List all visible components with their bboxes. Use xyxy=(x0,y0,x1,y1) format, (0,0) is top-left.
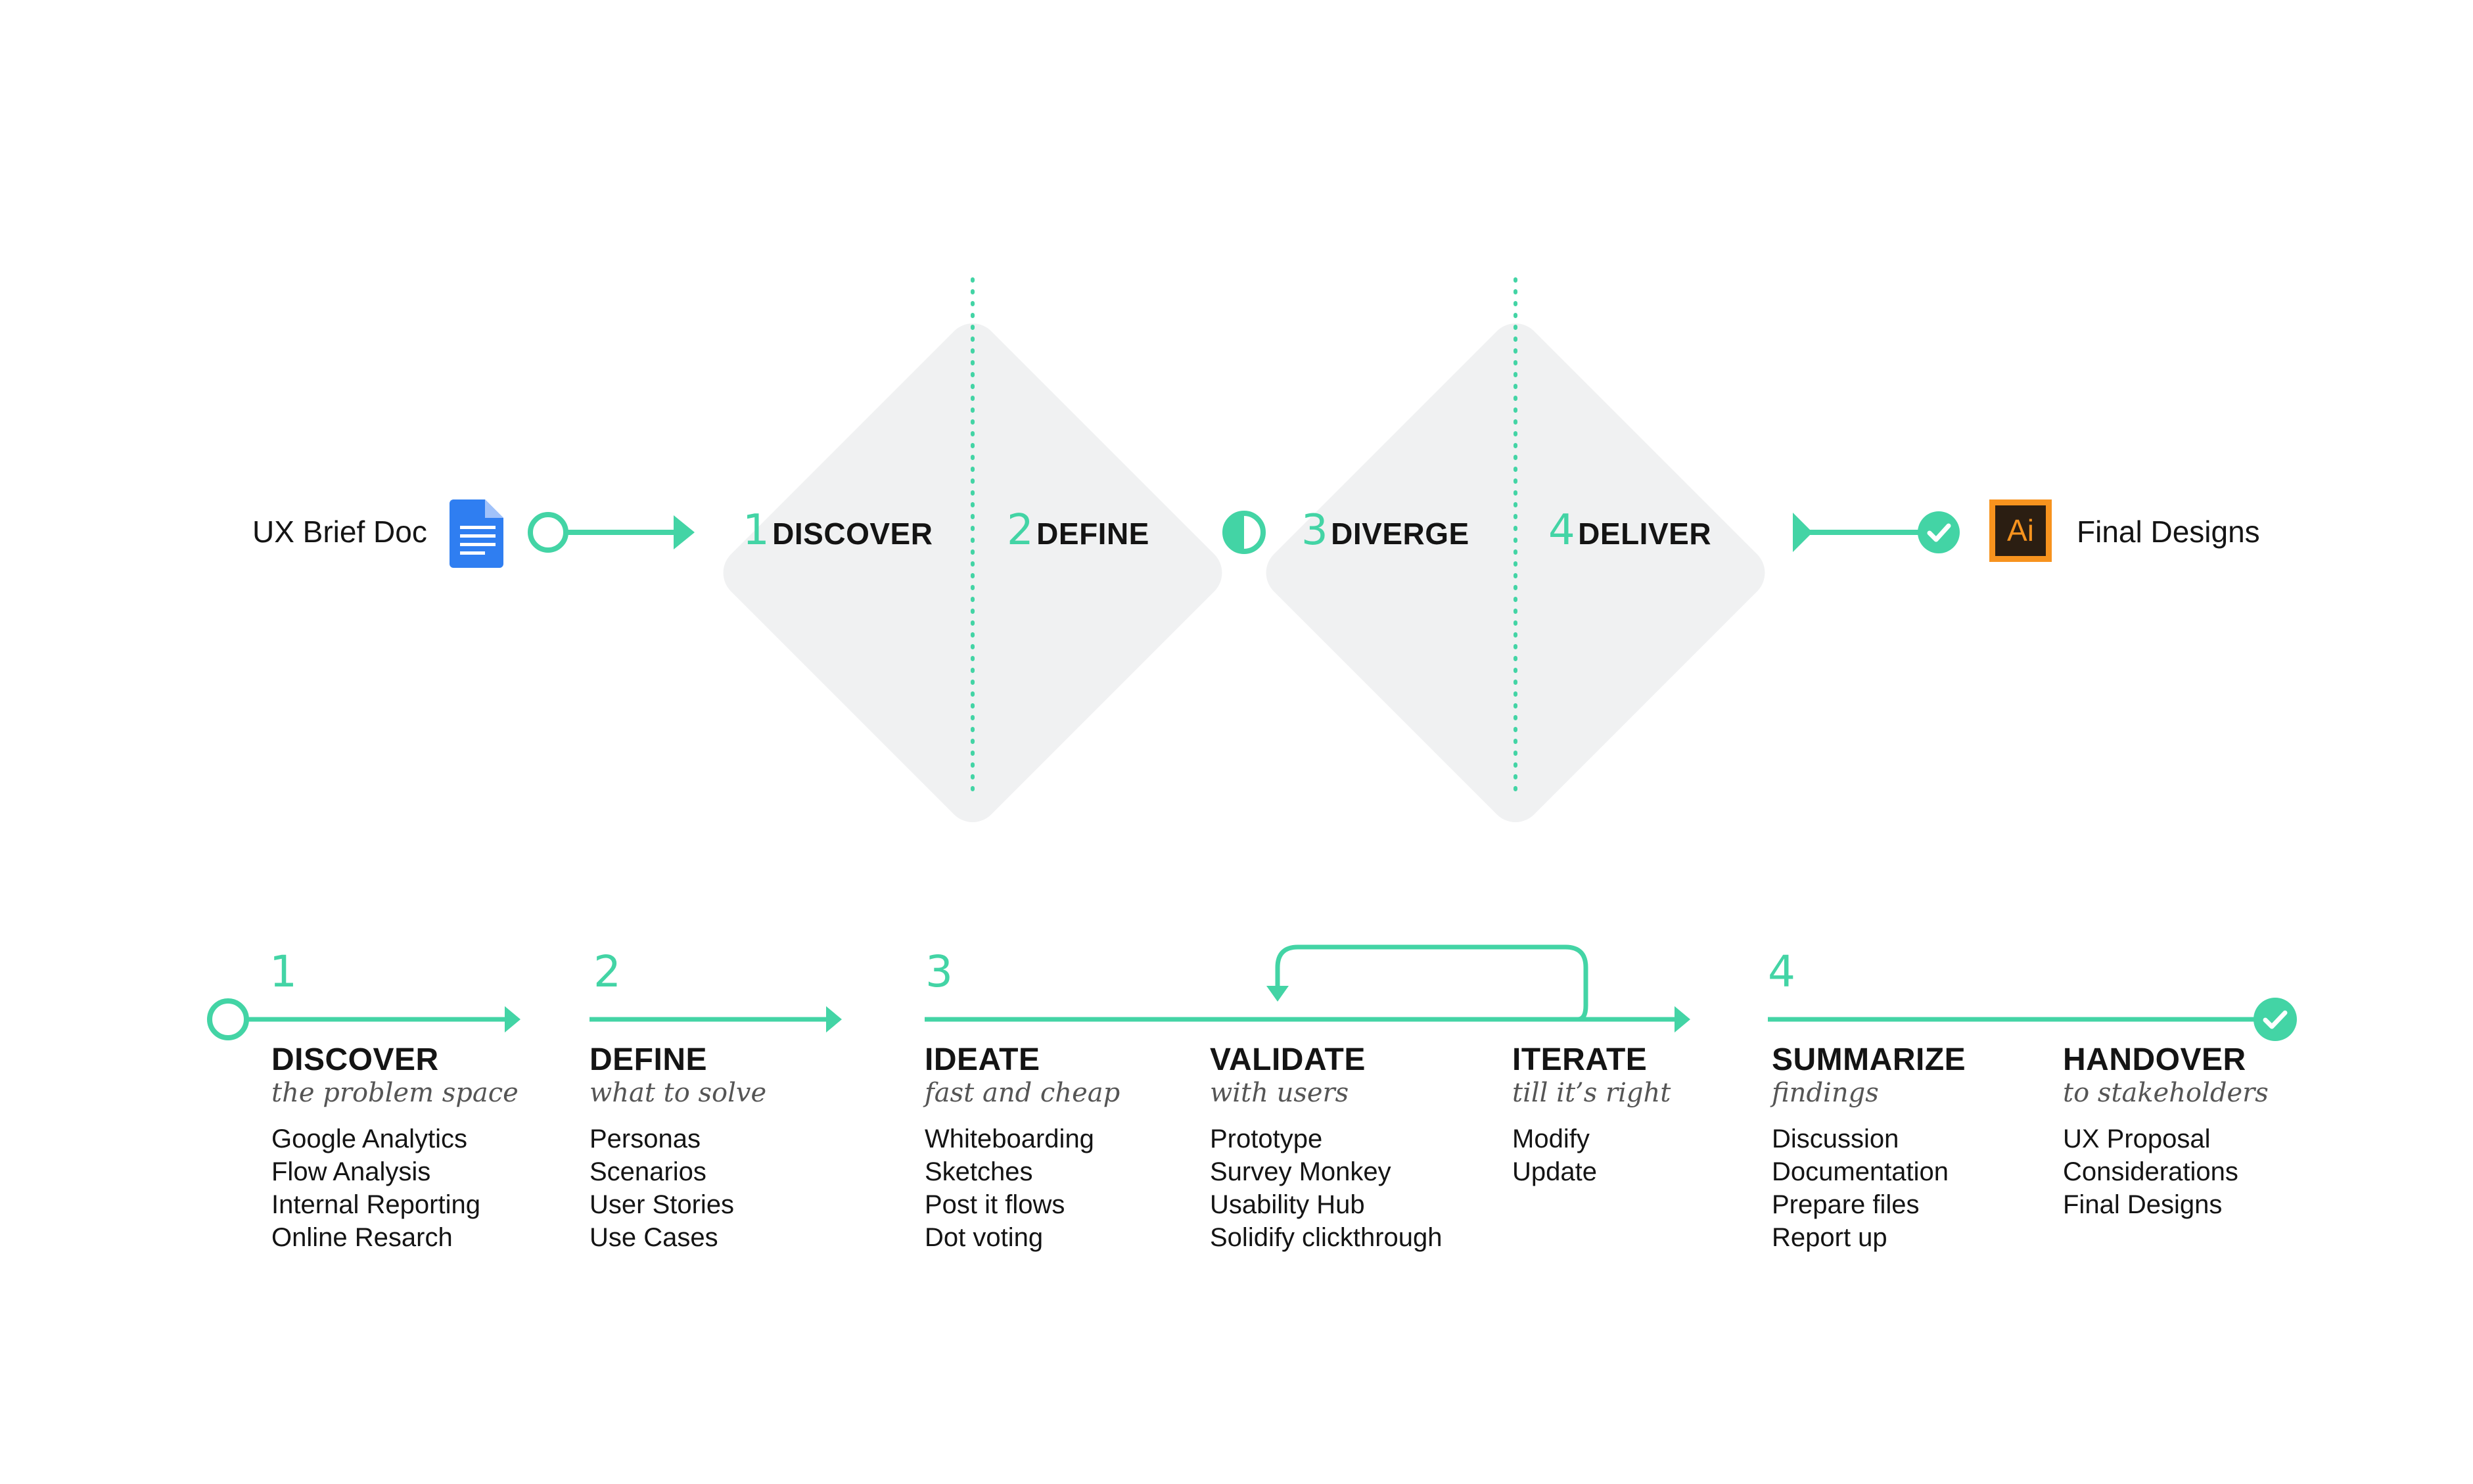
stage-item: Scenarios xyxy=(589,1157,706,1186)
stage-title: DEFINE xyxy=(589,1042,708,1077)
timeline-end-check-icon xyxy=(2263,1010,2288,1029)
stage-item: UX Proposal xyxy=(2063,1125,2211,1153)
phase-name: DEFINE xyxy=(1036,517,1149,551)
midpoint-node-fill xyxy=(1225,513,1244,551)
stage-subtitle: with users xyxy=(1210,1078,1349,1108)
timeline-arrowhead-2 xyxy=(826,1006,842,1032)
stage-item: Considerations xyxy=(2063,1157,2238,1186)
stage-number-3: 3 xyxy=(925,946,953,997)
phase-define: 2 DEFINE xyxy=(1007,506,1149,555)
timeline-end-node xyxy=(2253,998,2297,1041)
stage-item: Sketches xyxy=(925,1157,1033,1186)
iterate-loop xyxy=(1275,944,1588,1022)
stage-item: Internal Reporting xyxy=(271,1190,480,1219)
stage-title: SUMMARIZE xyxy=(1772,1042,1966,1077)
stage-summarize: SUMMARIZE findings Discussion Documentat… xyxy=(1772,1042,1966,1254)
timeline-start-node xyxy=(207,998,249,1040)
phase-diverge: 3 DIVERGE xyxy=(1301,506,1469,555)
iterate-loop-arrowhead xyxy=(1266,986,1289,1002)
start-arrowhead xyxy=(674,515,695,549)
phase-number: 2 xyxy=(1007,506,1034,555)
stage-title: VALIDATE xyxy=(1210,1042,1366,1077)
stage-define: DEFINE what to solve Personas Scenarios … xyxy=(589,1042,766,1254)
timeline-arrowhead-1 xyxy=(505,1006,520,1032)
output-label: Final Designs xyxy=(2077,515,2260,549)
stage-number-2: 2 xyxy=(593,946,621,997)
diamond-1 xyxy=(723,323,1222,822)
stage-item: Flow Analysis xyxy=(271,1157,431,1186)
stage-item: Modify xyxy=(1512,1125,1590,1153)
phase-name: DISCOVER xyxy=(772,517,933,551)
phase-deliver: 4 DELIVER xyxy=(1548,506,1711,555)
phase-number: 4 xyxy=(1548,506,1575,555)
stage-item: Report up xyxy=(1772,1223,1887,1252)
stage-item: Solidify clickthrough xyxy=(1210,1223,1443,1252)
stage-item: Google Analytics xyxy=(271,1125,467,1153)
stage-subtitle: to stakeholders xyxy=(2063,1078,2269,1108)
stage-item: Dot voting xyxy=(925,1223,1044,1252)
stage-title: IDEATE xyxy=(925,1042,1040,1077)
stage-ideate: IDEATE fast and cheap Whiteboarding Sket… xyxy=(925,1042,1120,1254)
stage-subtitle: what to solve xyxy=(589,1078,767,1108)
stage-discover: DISCOVER the problem space Google Analyt… xyxy=(271,1042,519,1254)
stage-title: DISCOVER xyxy=(271,1042,439,1077)
stage-item: Survey Monkey xyxy=(1210,1157,1391,1186)
google-docs-icon xyxy=(450,499,503,568)
stage-title: ITERATE xyxy=(1512,1042,1648,1077)
stage-item: Whiteboarding xyxy=(925,1125,1094,1153)
stage-item: Final Designs xyxy=(2063,1190,2223,1219)
stage-iterate: ITERATE till it’s right Modify Update xyxy=(1512,1042,1671,1188)
phase-number: 3 xyxy=(1301,506,1328,555)
stage-item: Discussion xyxy=(1772,1125,1899,1153)
stage-item: Use Cases xyxy=(589,1223,718,1252)
start-node xyxy=(528,512,568,553)
stage-number-1: 1 xyxy=(269,946,297,997)
end-check-node xyxy=(1918,511,1960,553)
stage-subtitle: fast and cheap xyxy=(925,1078,1121,1108)
phase-discover: 1 DISCOVER xyxy=(743,506,933,555)
stage-subtitle: findings xyxy=(1772,1078,1879,1108)
timeline-arrowhead-3 xyxy=(1675,1006,1690,1032)
stage-item: User Stories xyxy=(589,1190,735,1219)
stage-subtitle: till it’s right xyxy=(1512,1078,1671,1108)
stage-item: Usability Hub xyxy=(1210,1190,1365,1219)
stage-item: Online Resarch xyxy=(271,1223,453,1252)
diamond-2 xyxy=(1266,323,1765,822)
phase-name: DIVERGE xyxy=(1331,517,1469,551)
stage-item: Personas xyxy=(589,1125,701,1153)
stage-subtitle: the problem space xyxy=(271,1078,519,1108)
stage-number-4: 4 xyxy=(1768,946,1795,997)
end-check-icon xyxy=(1927,523,1951,542)
stage-item: Documentation xyxy=(1772,1157,1949,1186)
stage-handover: HANDOVER to stakeholders UX Proposal Con… xyxy=(2063,1042,2269,1221)
stage-validate: VALIDATE with users Prototype Survey Mon… xyxy=(1210,1042,1443,1254)
phase-number: 1 xyxy=(743,506,770,555)
input-label: UX Brief Doc xyxy=(252,515,427,549)
stage-item: Prototype xyxy=(1210,1125,1323,1153)
stage-item: Prepare files xyxy=(1772,1190,1920,1219)
illustrator-icon xyxy=(1989,499,2052,562)
stage-item: Post it flows xyxy=(925,1190,1065,1219)
stage-item: Update xyxy=(1512,1157,1597,1186)
phase-name: DELIVER xyxy=(1578,517,1712,551)
illustrator-icon-text: Ai xyxy=(2007,513,2034,547)
stage-title: HANDOVER xyxy=(2063,1042,2246,1077)
